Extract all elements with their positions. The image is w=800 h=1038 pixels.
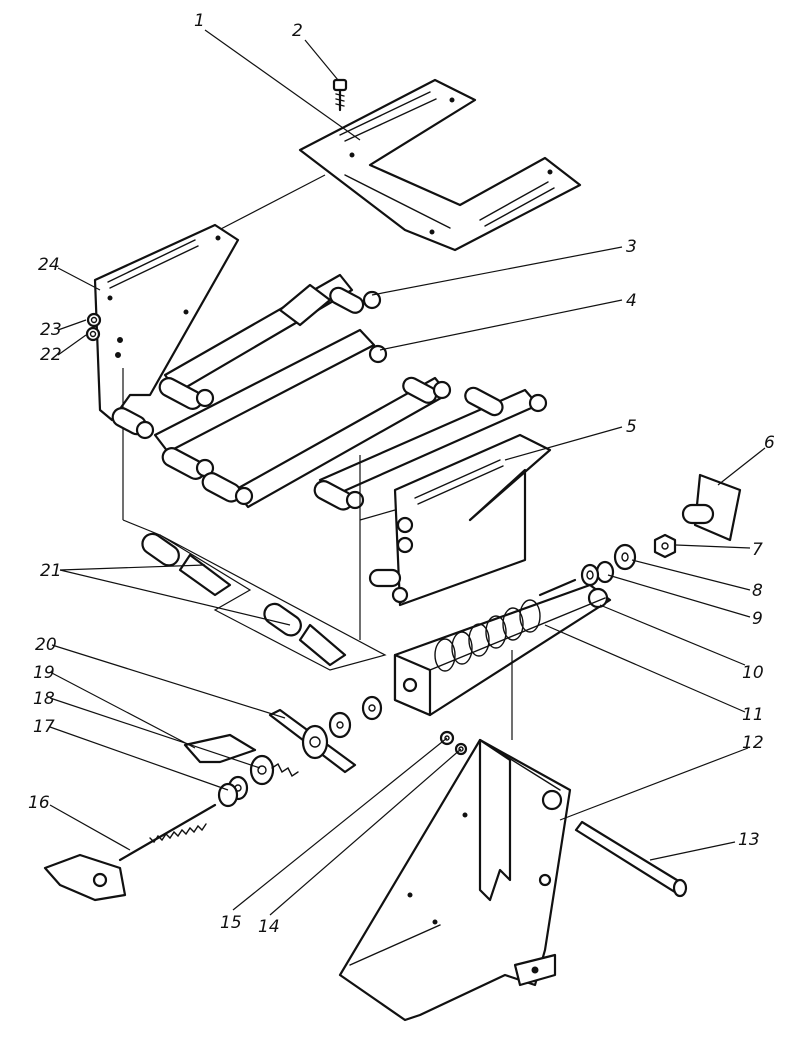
part-linkage-right-rods [313, 380, 548, 511]
callout-4: 4 [626, 291, 637, 311]
callout-3: 3 [626, 237, 637, 257]
part-4-lower-linkage [153, 328, 450, 509]
callout-17: 17 [33, 717, 55, 737]
part-24-left-side-plate [93, 223, 240, 536]
callout-11: 11 [742, 705, 764, 725]
callout-12: 12 [742, 733, 764, 753]
callout-7: 7 [752, 540, 763, 560]
callout-22: 22 [40, 345, 62, 365]
part-12-mounting-bracket [338, 650, 572, 1022]
callout-20: 20 [35, 635, 57, 655]
part-20-shaft [268, 695, 383, 774]
part-6-knob [681, 473, 742, 542]
part-18-spring-washer [249, 754, 299, 786]
part-10-spring-housing [393, 583, 612, 717]
part-9-washer [580, 560, 615, 587]
leader-lines [49, 29, 766, 916]
part-1-top-plate [298, 78, 582, 252]
part-17-washer [217, 775, 249, 808]
callout-14: 14 [258, 917, 280, 937]
callout-18: 18 [33, 689, 55, 709]
callout-24: 24 [38, 255, 60, 275]
part-21-pivot-fittings [141, 532, 387, 671]
callout-16: 16 [28, 793, 50, 813]
callout-5: 5 [626, 417, 637, 437]
part-5-right-side-plate [359, 433, 552, 640]
callout-2: 2 [292, 21, 303, 41]
callout-13: 13 [738, 830, 760, 850]
callout-labels: 1 2 3 4 5 6 7 8 9 10 11 12 13 14 15 16 1… [28, 11, 775, 937]
callout-6: 6 [764, 433, 775, 453]
part-3-upper-linkage [111, 273, 382, 440]
part-2-bolt [332, 78, 348, 112]
part-22-nut [85, 326, 101, 342]
part-19-bracket-clip [183, 733, 257, 764]
part-8-washer [613, 543, 637, 571]
part-16-threaded-rod [43, 803, 217, 902]
callout-10: 10 [742, 663, 764, 683]
callout-15: 15 [220, 913, 242, 933]
part-7-nut [653, 533, 677, 559]
part-13-pin [574, 820, 688, 898]
callout-9: 9 [752, 609, 763, 629]
callout-21: 21 [40, 561, 62, 581]
callout-23: 23 [40, 320, 62, 340]
callout-1: 1 [194, 11, 205, 31]
part-11-spring [434, 578, 577, 672]
part-23-nut [86, 312, 102, 328]
callout-8: 8 [752, 581, 763, 601]
callout-19: 19 [33, 663, 55, 683]
